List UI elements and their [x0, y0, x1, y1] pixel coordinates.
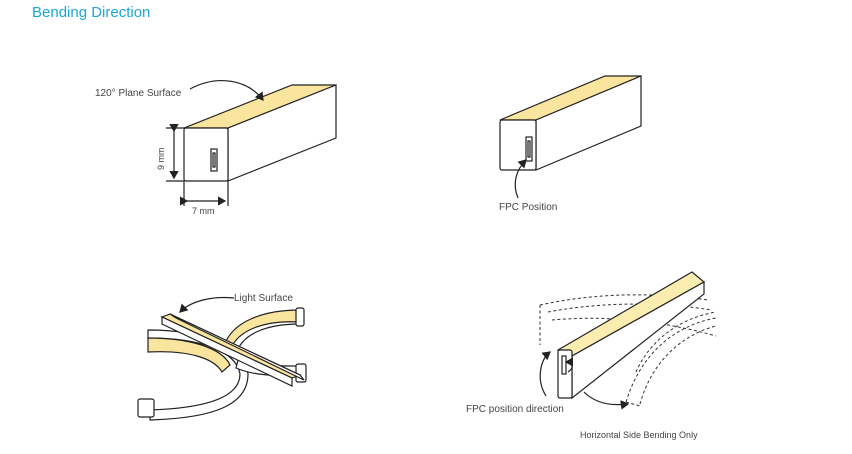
profile-dimensions-figure: 120° Plane Surface 9 mm 7 mm: [95, 80, 337, 216]
light-surface-arrow: [179, 296, 235, 313]
plane-surface-label: 120° Plane Surface: [95, 88, 182, 99]
bend-outline-lower: [635, 311, 717, 373]
fpc-slot: [210, 148, 218, 172]
horizontal-bending-figure: FPC position direction Horizontal Side B…: [466, 271, 717, 440]
light-surface-label: Light Surface: [234, 293, 293, 304]
bend-direction-arrow: [583, 391, 630, 410]
height-label: 9 mm: [156, 148, 166, 171]
fpc-direction-label: FPC position direction: [466, 404, 564, 415]
page-title: Bending Direction: [32, 4, 151, 21]
fpc-slot-2: [525, 136, 533, 162]
width-label: 7 mm: [192, 206, 215, 216]
light-surface-figure: Light Surface: [137, 293, 307, 421]
fpc-direction-arrow: [539, 351, 551, 397]
left-curved-strip-led: [147, 337, 231, 373]
fpc-position-arrow: [514, 159, 527, 199]
plane-surface-arrow: [189, 80, 264, 101]
profile-front-face: [183, 127, 229, 182]
profile-front-face-2: [499, 119, 537, 171]
straight-strip-side: [169, 313, 305, 381]
fpc-position-figure: FPC Position: [499, 75, 642, 213]
right-strip-end: [295, 363, 307, 383]
fpc-position-label: FPC Position: [499, 202, 557, 213]
horizontal-bending-label: Horizontal Side Bending Only: [580, 430, 698, 440]
left-strip-end: [137, 398, 155, 418]
